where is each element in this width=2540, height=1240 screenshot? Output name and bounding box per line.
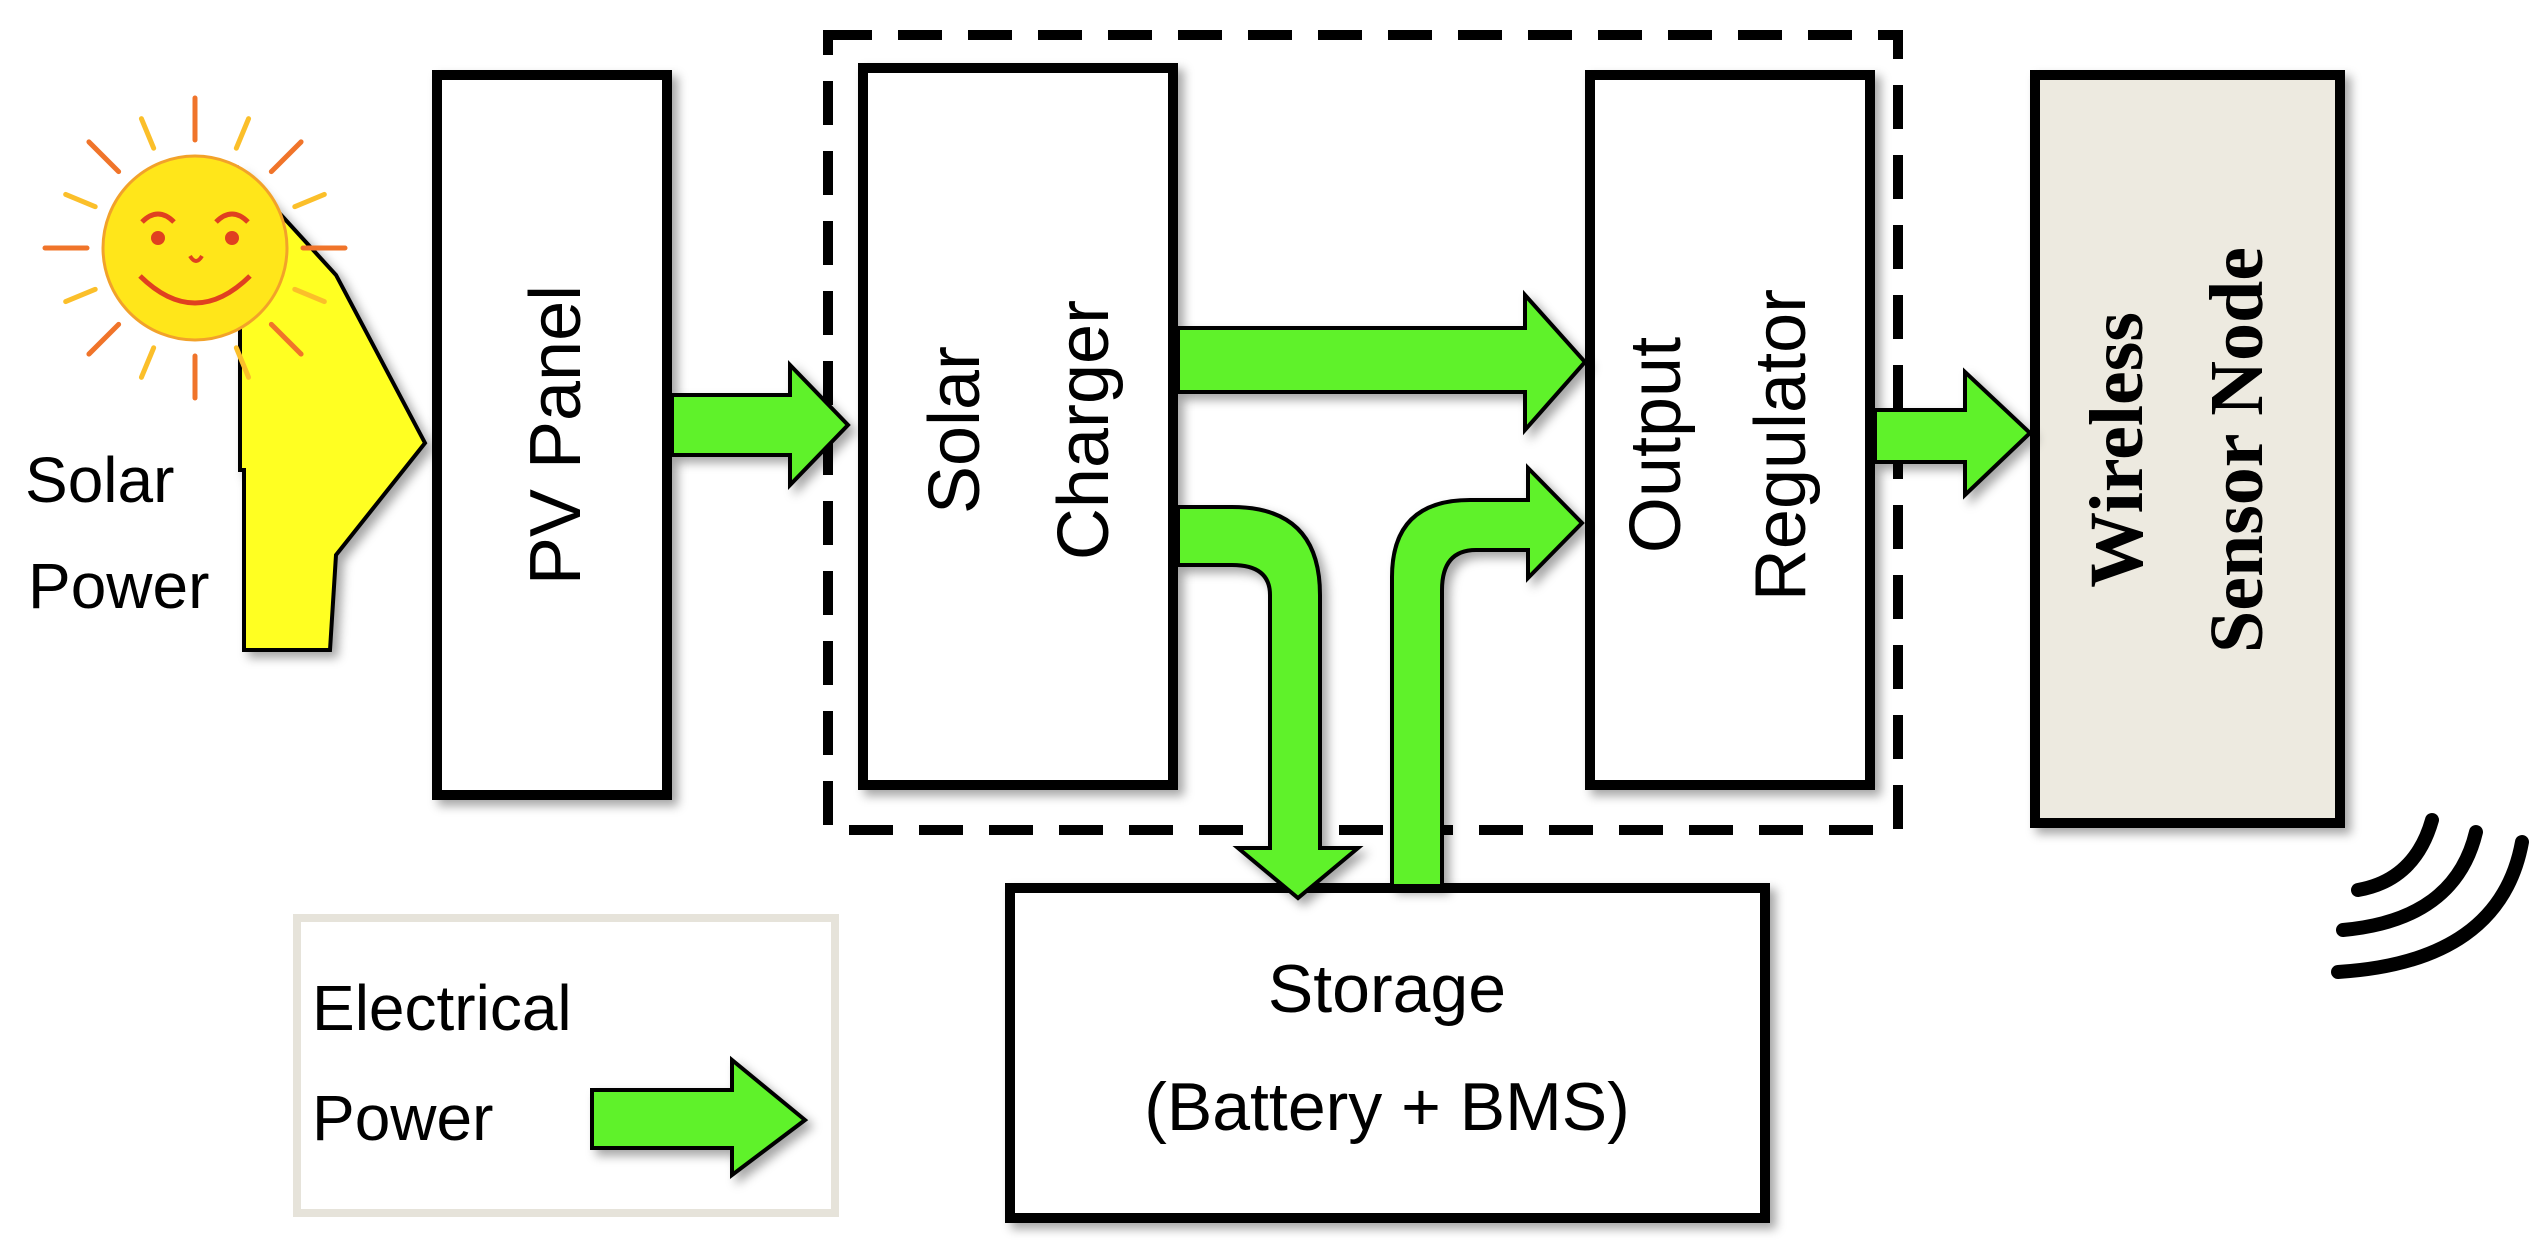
sun-left-eyebrow — [140, 211, 176, 224]
sun-ray — [268, 321, 304, 357]
storage-block — [1005, 883, 1770, 1223]
output-regulator-block — [1585, 70, 1875, 790]
wireless-node-label-line1: Wireless — [2075, 312, 2159, 588]
arrow-storage-to-regulator — [1390, 463, 1585, 888]
arrow-pv-to-charger — [670, 360, 851, 490]
sun-ray — [233, 116, 252, 151]
arrow-regulator-to-node — [1873, 367, 2033, 500]
sun-right-eye — [225, 231, 239, 245]
arrow-charger-to-regulator — [1176, 289, 1588, 436]
storage-label-line2: (Battery + BMS) — [1144, 1069, 1630, 1145]
solar-charger-label-line1: Solar — [915, 346, 995, 514]
sun-disc — [101, 154, 289, 342]
sun-nose — [188, 254, 204, 263]
sun-ray — [138, 345, 157, 380]
solar-charger-label-line2: Charger — [1044, 300, 1124, 560]
wireless-signal-icon — [2331, 813, 2529, 979]
sun-ray — [63, 191, 98, 210]
sun-right-eyebrow — [214, 211, 250, 224]
sun-ray — [292, 286, 327, 305]
sun-ray — [233, 345, 252, 380]
sun-ray — [292, 191, 327, 210]
solar-power-label-line1: Solar — [25, 444, 174, 516]
pv-panel-label: PV Panel — [516, 285, 596, 585]
legend-arrow-icon — [590, 1055, 809, 1180]
sun-ray — [86, 139, 122, 175]
output-regulator-label-line2: Regulator — [1741, 289, 1821, 601]
solar-charger-block — [858, 63, 1178, 790]
smiling-sun-icon — [42, 95, 348, 401]
legend-label-line1: Electrical — [312, 972, 572, 1044]
sun-ray — [63, 286, 98, 305]
output-regulator-label-line1: Output — [1616, 337, 1696, 553]
wireless-sensor-node-block — [2030, 70, 2345, 828]
sun-ray — [138, 116, 157, 151]
sun-smile — [138, 274, 252, 306]
sun-ray — [86, 321, 122, 357]
solar-power-label-line2: Power — [28, 550, 209, 622]
pv-panel-block — [432, 70, 672, 800]
wireless-node-label-line2: Sensor Node — [2195, 247, 2279, 653]
sun-ray — [268, 139, 304, 175]
solar-power-arrow — [238, 164, 428, 652]
legend-box — [293, 914, 839, 1217]
legend-label-line2: Power — [312, 1082, 493, 1154]
sun-left-eye — [151, 231, 165, 245]
storage-label-line1: Storage — [1268, 951, 1506, 1027]
arrow-charger-to-storage — [1176, 505, 1364, 901]
